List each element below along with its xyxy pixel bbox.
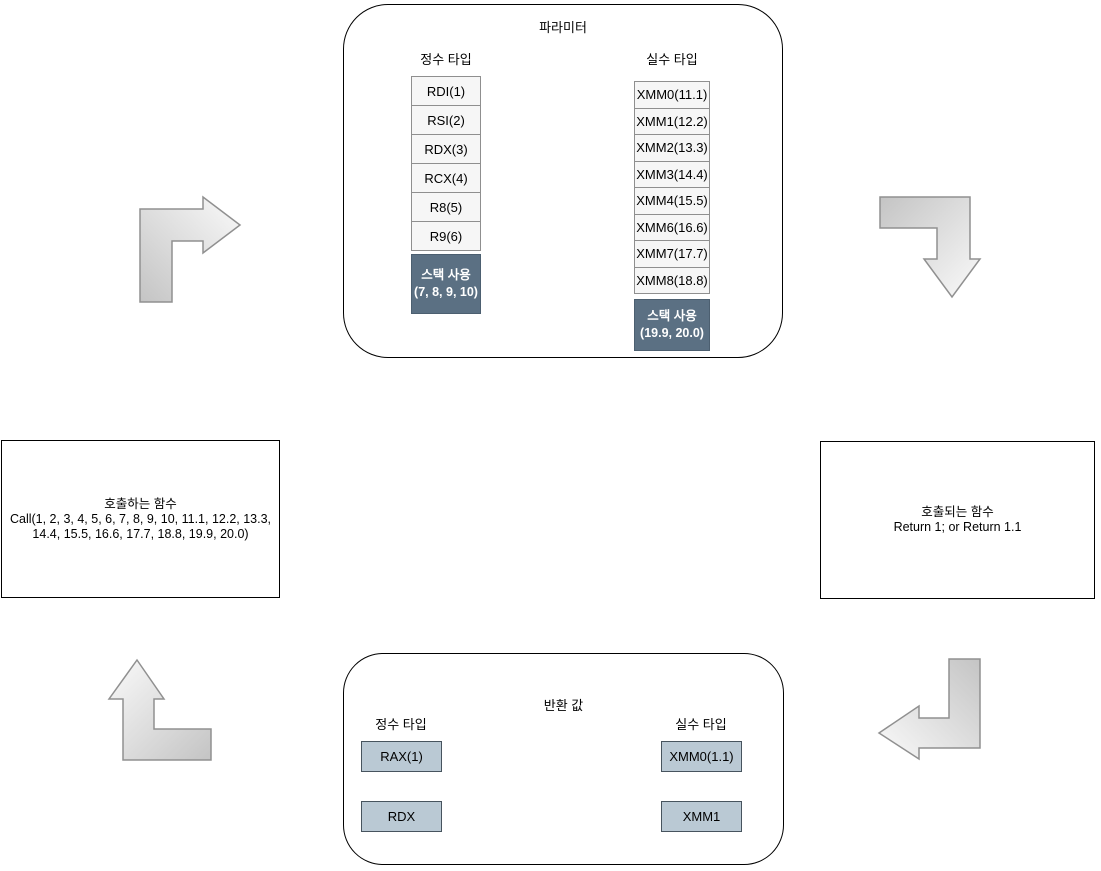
stack-usage-label: 스택 사용: [647, 309, 697, 324]
register-cell: XMM7(17.7): [634, 240, 710, 268]
caller-function-box: 호출하는 함수 Call(1, 2, 3, 4, 5, 6, 7, 8, 9, …: [1, 440, 280, 598]
register-cell: XMM6(16.6): [634, 213, 710, 241]
return-register-cell: XMM0(1.1): [661, 741, 742, 772]
stack-usage-values: (19.9, 20.0): [640, 326, 704, 340]
return-float-register-column: XMM0(1.1) XMM1: [661, 741, 742, 861]
register-cell: RDI(1): [411, 76, 481, 106]
register-cell: XMM4(15.5): [634, 187, 710, 215]
param-int-stack-box: 스택 사용 (7, 8, 9, 10): [411, 254, 481, 314]
return-float-type-label: 실수 타입: [675, 717, 727, 732]
param-float-type-label: 실수 타입: [646, 52, 698, 67]
parameters-box: 파라미터 정수 타입 RDI(1)RSI(2)RDX(3)RCX(4)R8(5)…: [343, 4, 783, 358]
return-register-cell: XMM1: [661, 801, 742, 832]
callee-function-box: 호출되는 함수 Return 1; or Return 1.1: [820, 441, 1095, 599]
register-cell: RCX(4): [411, 163, 481, 193]
parameters-title: 파라미터: [539, 20, 587, 35]
arrow-right-down-icon: [879, 196, 982, 299]
caller-call-line1: Call(1, 2, 3, 4, 5, 6, 7, 8, 9, 10, 11.1…: [9, 511, 272, 526]
arrow-left-up-icon: [107, 658, 212, 761]
return-register-cell: RDX: [361, 801, 442, 832]
register-cell: R9(6): [411, 221, 481, 251]
register-cell: XMM1(12.2): [634, 107, 710, 135]
register-cell: XMM3(14.4): [634, 160, 710, 188]
caller-function-title: 호출하는 함수: [104, 496, 177, 511]
return-int-register-column: RAX(1) RDX: [361, 741, 442, 861]
return-values-box: 반환 값 정수 타입 RAX(1) RDX 실수 타입 XMM0(1.1) XMM1: [343, 653, 784, 865]
register-cell: XMM2(13.3): [634, 134, 710, 162]
param-int-register-column: RDI(1)RSI(2)RDX(3)RCX(4)R8(5)R9(6): [411, 76, 481, 251]
register-cell: XMM8(18.8): [634, 266, 710, 294]
stack-usage-values: (7, 8, 9, 10): [414, 285, 478, 299]
register-cell: RDX(3): [411, 134, 481, 164]
param-float-stack-box: 스택 사용 (19.9, 20.0): [634, 299, 710, 351]
return-values-title: 반환 값: [543, 698, 584, 713]
callee-function-title: 호출되는 함수: [921, 505, 994, 519]
register-cell: XMM0(11.1): [634, 81, 710, 109]
stack-usage-label: 스택 사용: [421, 268, 471, 283]
param-int-type-label: 정수 타입: [420, 52, 472, 67]
arrow-down-left-icon: [877, 658, 981, 761]
caller-call-line2: 14.4, 15.5, 16.6, 17.7, 18.8, 19.9, 20.0…: [32, 526, 249, 541]
param-float-register-column: XMM0(11.1)XMM1(12.2)XMM2(13.3)XMM3(14.4)…: [634, 81, 710, 294]
return-int-type-label: 정수 타입: [375, 717, 427, 732]
return-register-cell: RAX(1): [361, 741, 442, 772]
register-cell: R8(5): [411, 192, 481, 222]
arrow-up-right-icon: [139, 195, 242, 303]
register-cell: RSI(2): [411, 105, 481, 135]
callee-return-line: Return 1; or Return 1.1: [893, 520, 1022, 534]
